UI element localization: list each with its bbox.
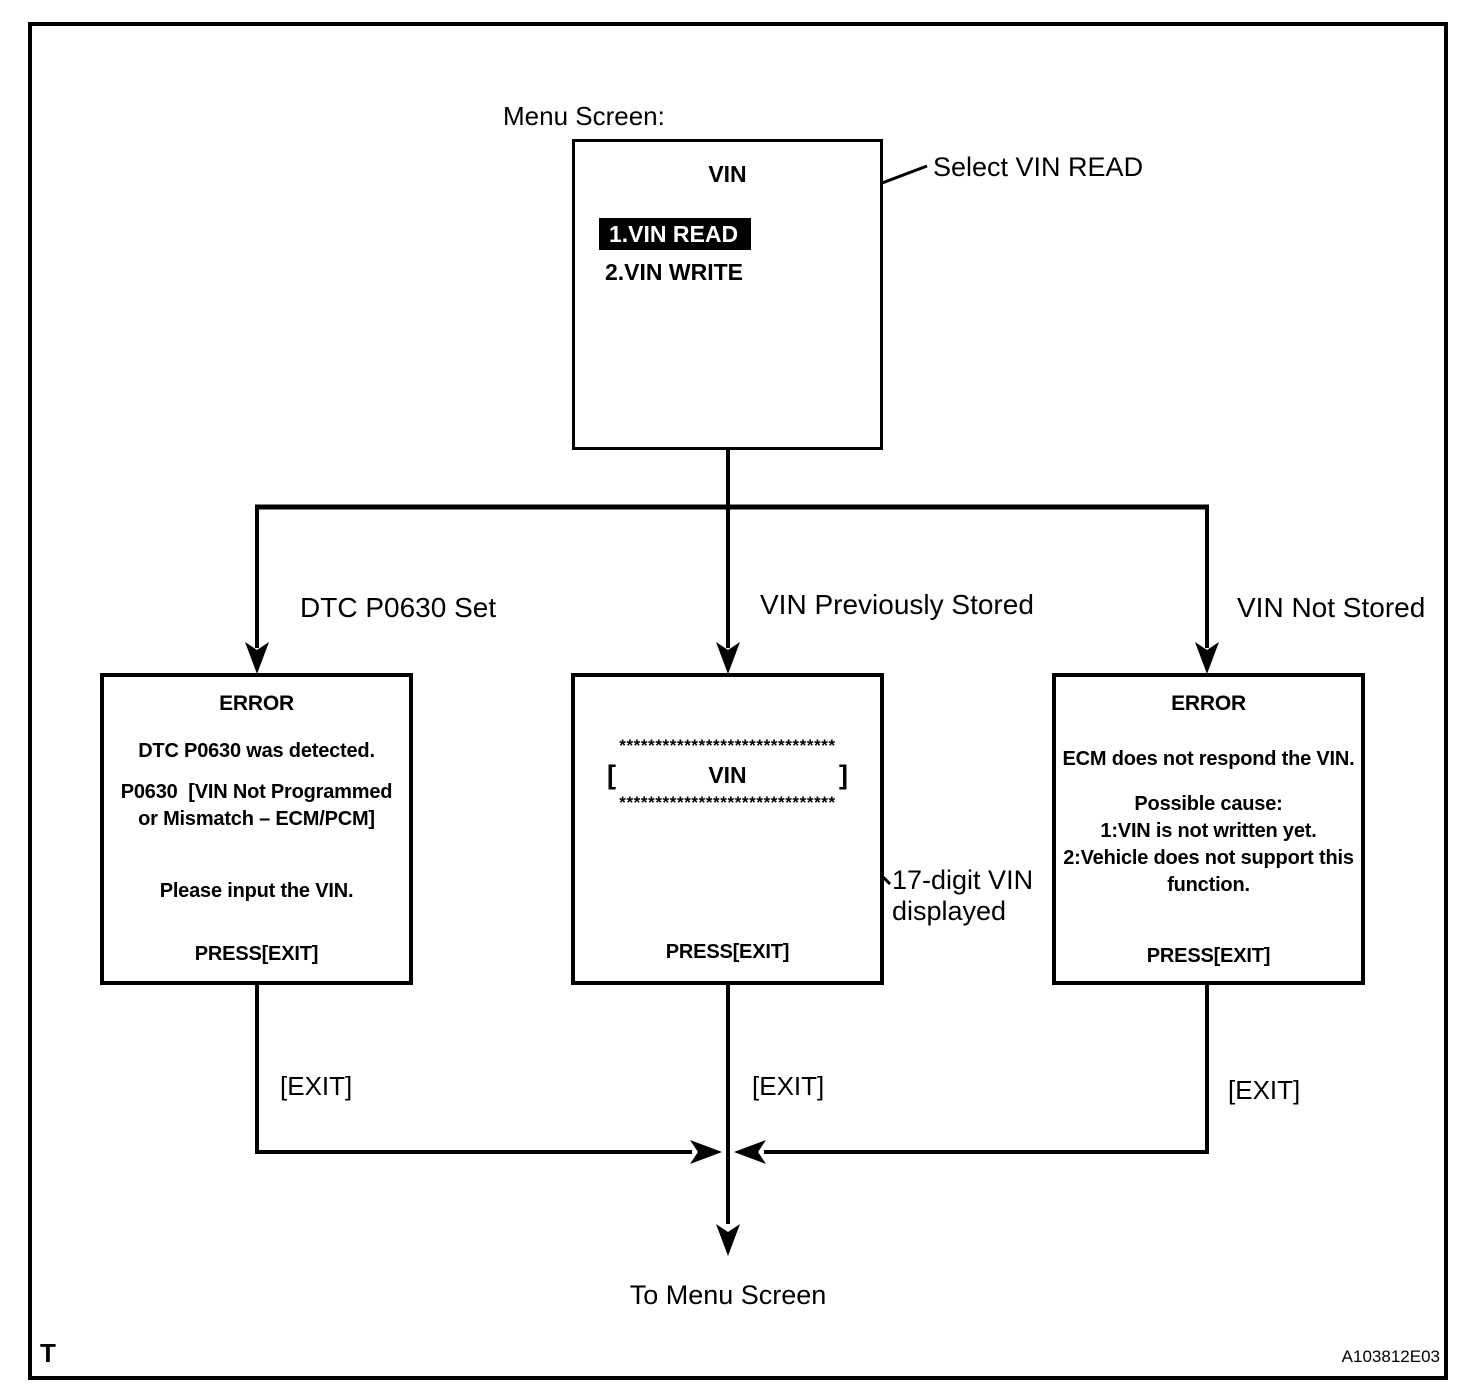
press-exit-label: PRESS[EXIT] — [194, 943, 319, 965]
exit-label-middle: [EXIT] — [752, 1071, 825, 1101]
error-title: ERROR — [1171, 692, 1246, 715]
menu-item-vin-write: 2.VIN WRITE — [605, 259, 744, 285]
branch-label-dtc-set: DTC P0630 Set — [300, 592, 497, 623]
menu-screen-caption: Menu Screen: — [503, 101, 665, 131]
dtc-error-screen: ERROR DTC P0630 was detected. P0630 [VIN… — [100, 673, 413, 985]
branch-label-vin-previously-stored: VIN Previously Stored — [760, 589, 1034, 620]
error-line: ECM does not respond the VIN. — [1062, 748, 1355, 770]
error-line: DTC P0630 was detected. — [138, 740, 375, 762]
figure-code: A103812E03 — [1341, 1347, 1440, 1366]
press-exit-label: PRESS[EXIT] — [1146, 945, 1271, 967]
select-vin-read-annotation: Select VIN READ — [933, 152, 1144, 182]
page-border — [28, 22, 1448, 1380]
error-line: 1:VIN is not written yet. — [1100, 820, 1317, 842]
stars-row-top: ****************************** — [619, 736, 836, 755]
exit-label-right: [EXIT] — [1228, 1075, 1301, 1105]
to-menu-screen-label: To Menu Screen — [629, 1280, 827, 1310]
error-title: ERROR — [219, 692, 294, 715]
menu-screen-title: VIN — [708, 161, 747, 187]
stars-row-bottom: ****************************** — [619, 793, 836, 812]
vin-value-label: VIN — [708, 762, 747, 788]
error-line: or Mismatch – ECM/PCM] — [138, 808, 375, 830]
vin-annotation-line1: 17-digit VIN — [892, 865, 1034, 895]
footer-page-letter: T — [40, 1338, 56, 1368]
vin-annotation-line2: displayed — [892, 896, 1007, 926]
error-line: P0630 [VIN Not Programmed — [120, 781, 393, 803]
branch-label-vin-not-stored: VIN Not Stored — [1237, 592, 1426, 623]
ecm-error-screen: ERROR ECM does not respond the VIN. Poss… — [1052, 673, 1365, 985]
vin-display-screen: ****************************** [ VIN ] *… — [571, 673, 884, 985]
error-line: function. — [1167, 874, 1250, 896]
error-line: 2:Vehicle does not support this — [1063, 847, 1354, 869]
error-line: Please input the VIN. — [159, 880, 354, 902]
exit-label-left: [EXIT] — [280, 1071, 353, 1101]
menu-item-vin-read-label: 1.VIN READ — [609, 221, 739, 247]
menu-item-vin-read-selected: 1.VIN READ — [599, 218, 751, 250]
bracket-open: [ — [607, 760, 616, 790]
bracket-close: ] — [839, 760, 848, 790]
menu-screen: VIN 1.VIN READ 2.VIN WRITE — [572, 139, 883, 450]
press-exit-label: PRESS[EXIT] — [665, 941, 790, 963]
error-line: Possible cause: — [1134, 793, 1283, 815]
